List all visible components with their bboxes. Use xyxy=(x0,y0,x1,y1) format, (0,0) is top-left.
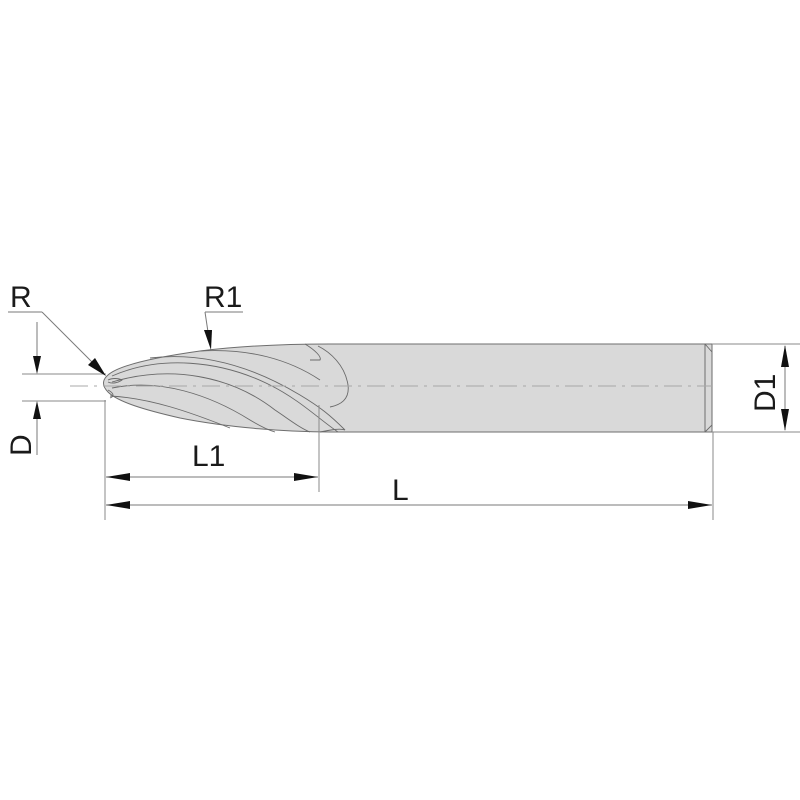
dimension-d: D xyxy=(5,322,41,456)
tool-silhouette xyxy=(103,343,713,433)
shank-chamfer xyxy=(704,343,713,433)
label-d1: D1 xyxy=(749,374,782,412)
extension-lines xyxy=(22,343,800,520)
label-l1: L1 xyxy=(192,440,225,473)
dimension-d1: D1 xyxy=(749,345,789,431)
label-r1: R1 xyxy=(204,281,242,314)
dimension-r: R xyxy=(8,281,106,376)
helix-flute xyxy=(111,362,339,433)
label-l: L xyxy=(392,474,409,507)
tool-body xyxy=(103,343,713,433)
label-d: D xyxy=(5,434,38,456)
dimension-l: L xyxy=(106,474,712,509)
label-r: R xyxy=(10,281,32,314)
dimension-l1: L1 xyxy=(106,440,318,481)
dimension-r1: R1 xyxy=(204,281,243,350)
flute-end xyxy=(317,345,349,408)
